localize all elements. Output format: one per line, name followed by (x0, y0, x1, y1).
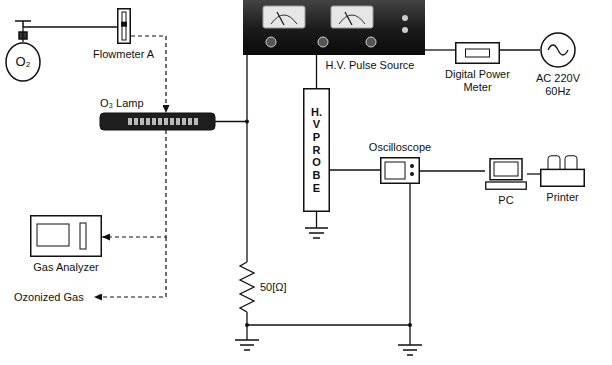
ozone-lamp: O₃ Lamp (100, 113, 215, 130)
resistor-symbol (240, 262, 254, 312)
wire (420, 170, 485, 171)
node-text: O₂ (15, 55, 30, 70)
power-meter: Digital Power Meter (455, 42, 500, 64)
node-label: H.V. Pulse Source (326, 59, 415, 72)
gas-cylinder: O₂ (5, 42, 41, 82)
node-label: AC 220V 60Hz (533, 72, 583, 98)
computer: PC (485, 158, 527, 190)
node-label: PC (498, 194, 513, 207)
node-label: Flowmeter A (93, 48, 154, 61)
wire (316, 55, 317, 88)
oscilloscope: Oscilloscope (380, 157, 420, 184)
flowmeter: Flowmeter A (117, 8, 131, 44)
gas-label: Ozonized Gas (14, 291, 84, 304)
wire (330, 169, 380, 170)
ac-source-shape (540, 32, 576, 68)
ac-source: AC 220V 60Hz (540, 32, 576, 68)
node-label: Gas Analyzer (33, 261, 98, 274)
wire (425, 49, 455, 50)
gas-analyzer-shape (30, 215, 102, 257)
pulse-source: H.V. Pulse Source (243, 0, 425, 55)
node-text: H.V PROBE (310, 106, 323, 194)
hv-probe: H.V PROBE (303, 88, 330, 212)
ground-symbol (235, 228, 422, 355)
wire (23, 27, 117, 42)
computer-shape (485, 158, 527, 190)
node-label: Digital Power Meter (445, 68, 511, 94)
node-label: Printer (546, 191, 578, 204)
wire (215, 55, 247, 122)
ozone-lamp-shape (100, 113, 215, 130)
resistor-value: 50[Ω] (260, 281, 287, 294)
node-label: Oscilloscope (369, 141, 431, 154)
gas-flow-arrow (102, 130, 166, 237)
oscilloscope-shape (380, 157, 420, 184)
power-meter-shape (455, 42, 500, 64)
flowmeter-shape (117, 8, 131, 44)
gas-flow-arrow (94, 237, 166, 297)
wire (500, 49, 540, 50)
pulse-source-shape (243, 0, 425, 55)
printer: Printer (540, 155, 585, 187)
wire (527, 173, 540, 174)
node-label: O₃ Lamp (100, 97, 144, 110)
gas-analyzer: Gas Analyzer (30, 215, 102, 257)
printer-shape (540, 155, 585, 187)
